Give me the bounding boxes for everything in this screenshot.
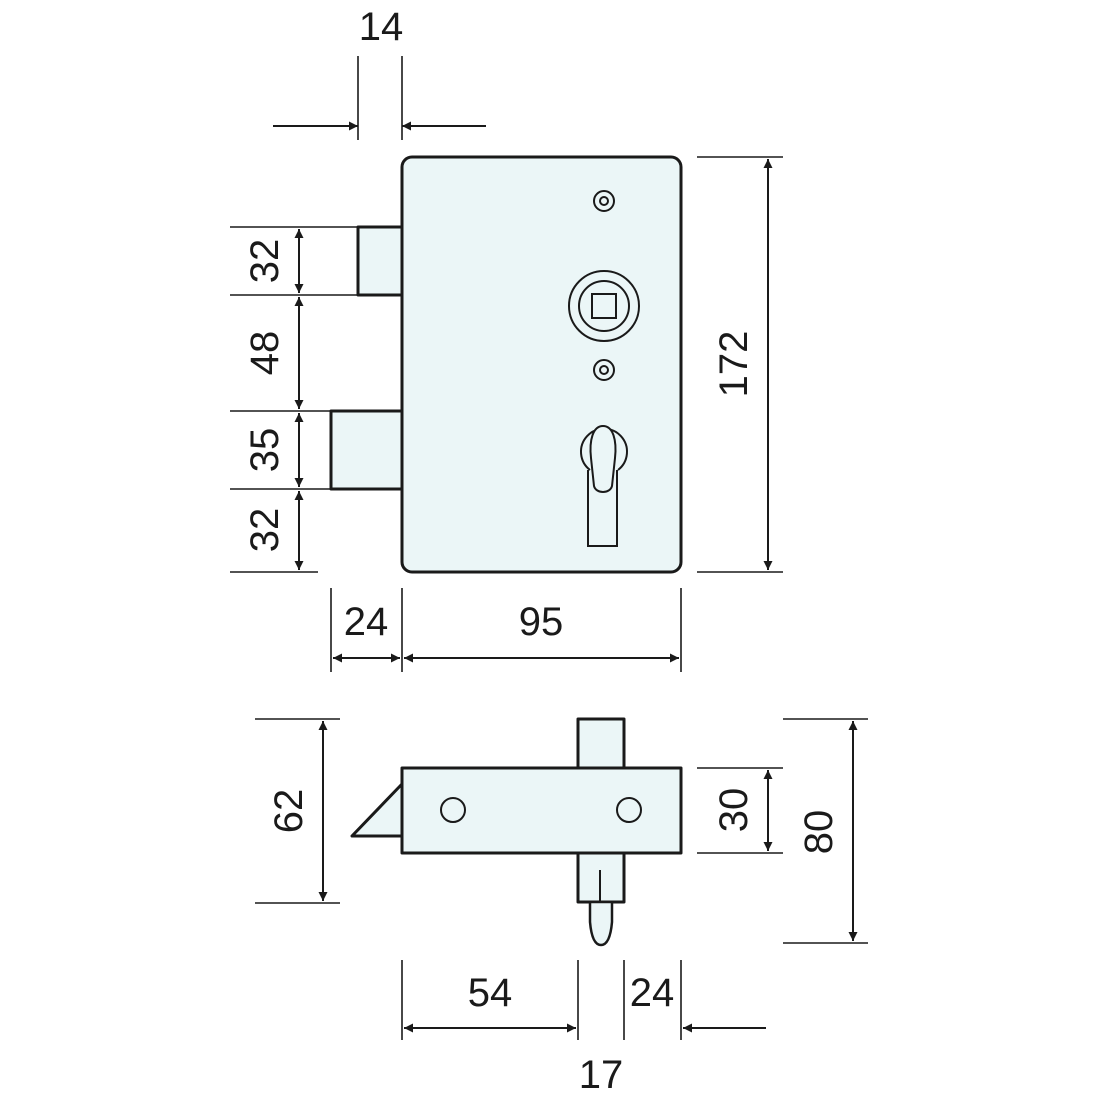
lower-dead-bolt [329, 409, 404, 491]
dim-label-172: 172 [712, 331, 756, 398]
upper-latch-bolt [356, 225, 404, 297]
side-hole-right [616, 797, 642, 823]
side-view: 62 30 80 54 17 24 [255, 717, 868, 1097]
dim-14: 14 [273, 5, 486, 140]
lock-case [400, 155, 683, 574]
dim-label-24-side: 24 [630, 971, 675, 1015]
front-view: 14 172 32 48 35 32 [230, 5, 783, 672]
dim-label-95: 95 [519, 600, 564, 644]
dim-label-48: 48 [243, 331, 287, 376]
dim-label-14: 14 [359, 5, 404, 49]
dim-label-24-front: 24 [344, 600, 389, 644]
dim-left-stack: 32 48 35 32 [230, 226, 358, 573]
side-hole-left [440, 797, 466, 823]
dim-label-17: 17 [579, 1053, 624, 1097]
cylinder-tip [588, 900, 614, 947]
dim-label-54: 54 [468, 971, 513, 1015]
dim-label-30: 30 [712, 788, 756, 833]
latch-bevel [350, 782, 404, 838]
dim-bottom-side: 54 17 24 [401, 960, 766, 1097]
bottom-screw [593, 359, 615, 381]
cylinder-keyhole [580, 425, 628, 547]
dim-30: 30 [697, 767, 783, 854]
top-screw [593, 190, 615, 212]
dim-label-62: 62 [267, 789, 311, 834]
dim-label-80: 80 [797, 810, 841, 855]
spindle-follower [568, 270, 640, 342]
dim-62: 62 [255, 718, 340, 904]
dim-172: 172 [697, 156, 783, 573]
spindle-bar-top [576, 717, 626, 771]
dim-label-35: 35 [243, 428, 287, 473]
dim-label-32-bottom: 32 [243, 508, 287, 553]
dim-80: 80 [783, 718, 868, 944]
dim-label-32-top: 32 [243, 239, 287, 284]
case-side [400, 766, 683, 855]
dim-bottom-front: 24 95 [330, 588, 682, 672]
